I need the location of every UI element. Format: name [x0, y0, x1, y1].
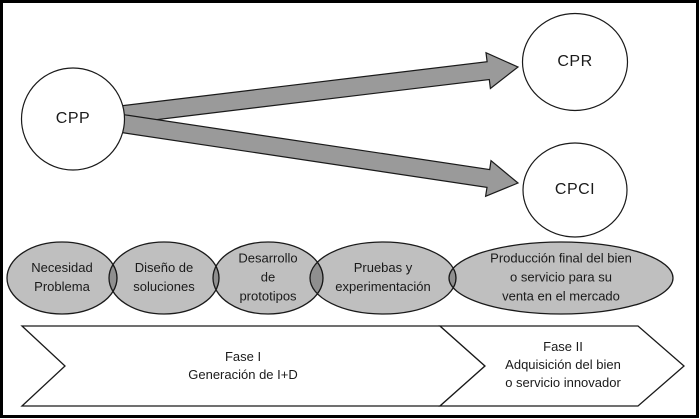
stage-ellipse-1: [6, 241, 118, 315]
arrow-cpp-to-cpr: [110, 51, 520, 126]
stage-ellipse-3: [212, 241, 324, 315]
phase1-banner: [20, 325, 486, 407]
stage-ellipse-2: [108, 241, 220, 315]
cpp-circle: [20, 67, 126, 171]
cpci-circle: [522, 142, 628, 238]
stage-ellipses: [6, 241, 674, 315]
arrow-cpp-to-cpci: [110, 112, 520, 198]
stage-ellipse-4: [309, 241, 457, 315]
stage-ellipse-5: [448, 241, 674, 315]
cpr-circle: [521, 12, 629, 112]
phase2-banner: [438, 325, 685, 407]
